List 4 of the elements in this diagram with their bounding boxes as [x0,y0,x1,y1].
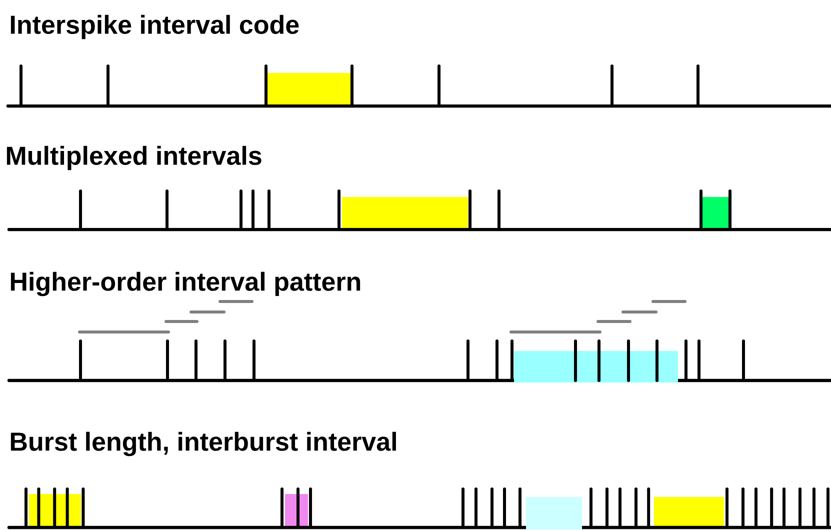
section-title: Higher-order interval pattern [10,272,360,296]
section-title: Interspike interval code [10,14,299,40]
section-title: Multiplexed intervals [6,146,262,170]
section-title: Burst length, interburst interval [10,432,396,456]
